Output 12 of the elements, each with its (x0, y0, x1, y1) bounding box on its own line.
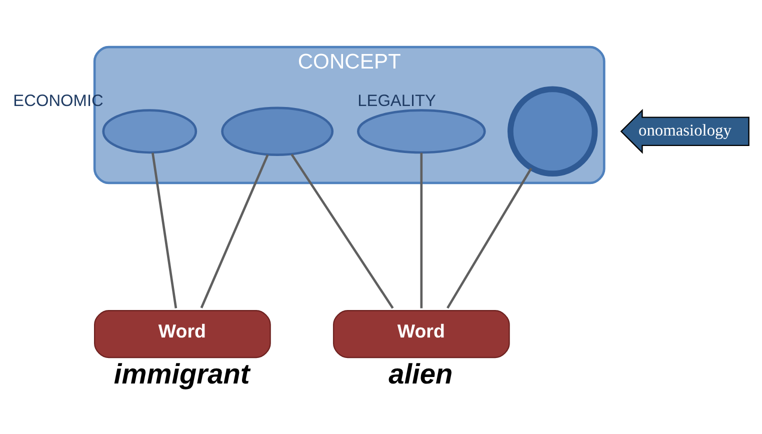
connector (152, 152, 178, 308)
node-ellipse (102, 108, 198, 154)
node-ellipse (356, 108, 486, 154)
connector (200, 154, 269, 308)
node-label: LEGALITY (358, 91, 436, 110)
connector (420, 152, 423, 308)
label: onomasiology (638, 120, 732, 140)
node-circle (508, 86, 598, 176)
connector (290, 153, 394, 308)
node-ellipse (221, 106, 334, 156)
node-label: alien (388, 358, 453, 389)
node-label: immigrant (114, 358, 250, 389)
